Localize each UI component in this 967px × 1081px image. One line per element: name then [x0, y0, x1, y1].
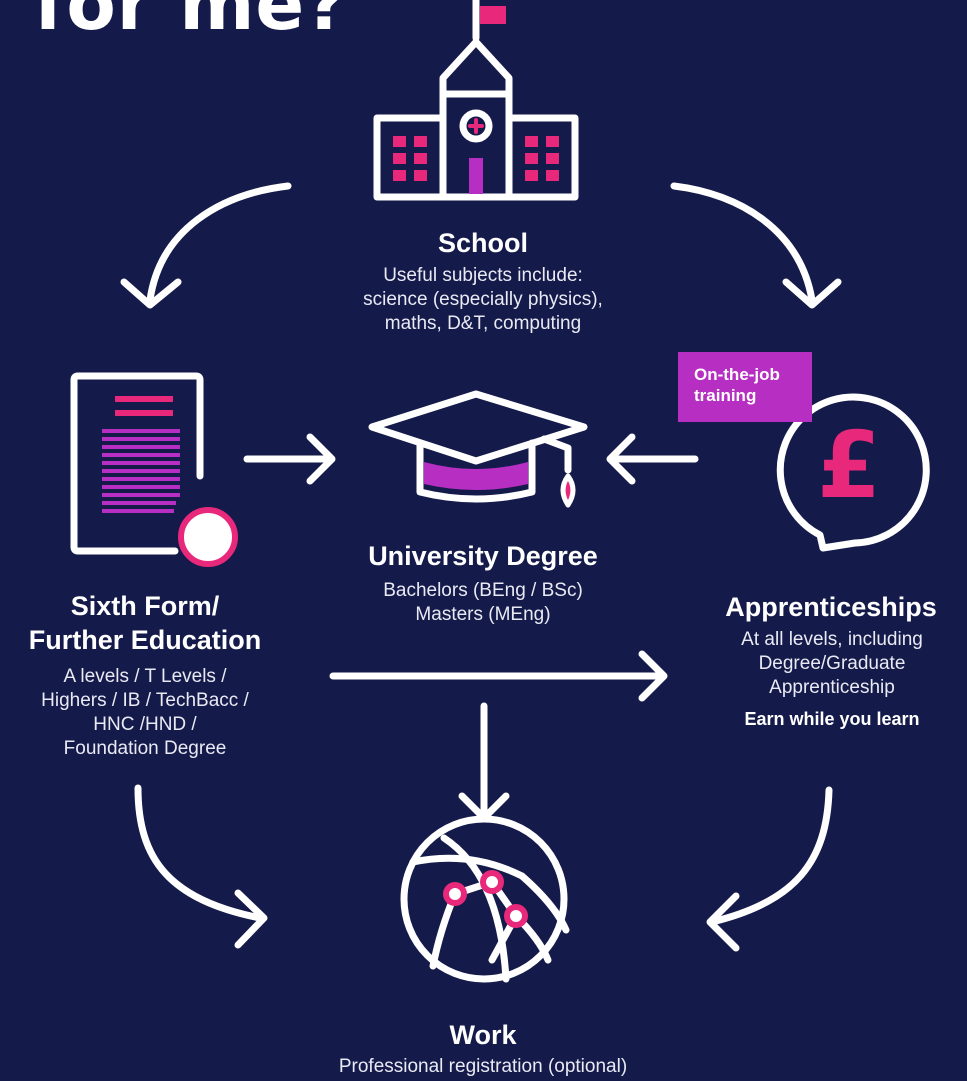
- globe-network-icon: [400, 815, 570, 983]
- apprenticeships-description: At all levels, including Degree/Graduate…: [697, 628, 967, 700]
- school-line: maths, D&T, computing: [384, 313, 582, 334]
- school-description: Useful subjects include: science (especi…: [283, 264, 683, 336]
- graduation-cap-icon: [368, 390, 588, 508]
- apprenticeships-line: Degree/Graduate: [758, 653, 906, 674]
- work-description: Professional registration (optional): [338, 1056, 628, 1077]
- arrow-sixth-form-to-apprenticeships: [329, 650, 668, 702]
- work-title: Work: [449, 1020, 517, 1050]
- sixth-form-title: Sixth Form/ Further Education: [0, 589, 290, 657]
- school-line: science (especially physics),: [363, 289, 603, 310]
- sixth-form-line: A levels / T Levels /: [63, 666, 227, 687]
- arrow-apprenticeships-to-university: [606, 433, 699, 485]
- sixth-form-line: Foundation Degree: [63, 738, 227, 759]
- page-title: for me?: [34, 0, 348, 46]
- sixth-form-title-line: Further Education: [28, 625, 262, 655]
- arrow-apprenticeships-to-work: [706, 786, 833, 952]
- arrow-school-to-sixth-form: [120, 182, 292, 309]
- grade-a-badge: A: [194, 518, 222, 559]
- sixth-form-description: A levels / T Levels / Highers / IB / Tec…: [0, 665, 290, 761]
- arrow-sixth-form-to-work: [134, 784, 268, 949]
- arrow-sixth-form-to-university: [243, 433, 336, 485]
- pound-sign: £: [817, 412, 881, 519]
- arrow-school-to-apprenticeships: [670, 182, 842, 309]
- sixth-form-title-line: Sixth Form/: [70, 591, 220, 621]
- sixth-form-line: Highers / IB / TechBacc /: [41, 690, 249, 711]
- university-line: Bachelors (BEng / BSc): [383, 580, 583, 601]
- tag-line: On-the-job: [694, 365, 780, 384]
- apprenticeships-title: Apprenticeships: [725, 592, 937, 622]
- university-description: Bachelors (BEng / BSc) Masters (MEng): [313, 579, 653, 627]
- school-title: School: [437, 228, 528, 258]
- sixth-form-line: HNC /HND /: [93, 714, 197, 735]
- document-icon: A: [70, 372, 238, 567]
- apprenticeships-line: At all levels, including: [741, 629, 923, 650]
- arrow-university-to-work: [458, 702, 510, 822]
- tag-line: training: [694, 386, 757, 405]
- school-line: Useful subjects include:: [383, 265, 583, 286]
- on-the-job-training-tag: On-the-job training: [678, 352, 812, 422]
- school-building-icon: [373, 0, 579, 201]
- earn-while-you-learn: Earn while you learn: [744, 709, 920, 729]
- pound-speech-bubble-icon: £: [776, 393, 930, 552]
- university-title: University Degree: [368, 541, 598, 571]
- apprenticeships-line: Apprenticeship: [769, 677, 895, 698]
- university-line: Masters (MEng): [415, 604, 551, 625]
